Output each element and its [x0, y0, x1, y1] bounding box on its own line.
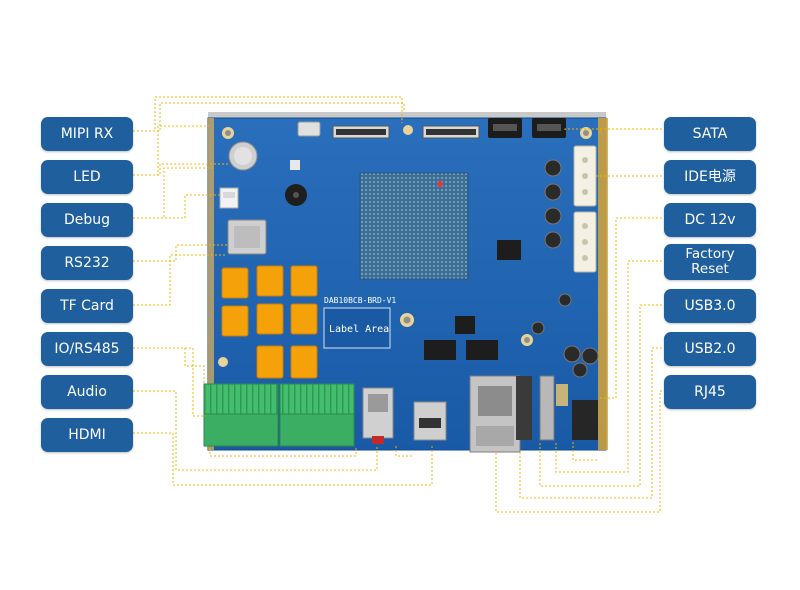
rj45-port [469, 375, 521, 453]
label-area-text: Label Area [329, 324, 389, 335]
debug-connector [219, 187, 239, 209]
leader-lines [133, 96, 666, 513]
label-hdmi: HDMI [41, 418, 133, 452]
label-led: LED [41, 160, 133, 194]
label-tf-card: TF Card [41, 289, 133, 323]
label-sata: SATA [664, 117, 756, 151]
label-usb3: USB3.0 [664, 289, 756, 323]
hdmi-port [413, 401, 447, 441]
label-area-box [323, 307, 391, 349]
mipi-connectors [297, 121, 480, 139]
audio-jack [362, 387, 394, 444]
label-ide-power: IDE电源 [664, 160, 756, 194]
terminal-blocks [203, 383, 355, 447]
board-model-text: DAB10BCB-BRD-V1 [324, 296, 396, 305]
label-dc-12v: DC 12v [664, 203, 756, 237]
usb-ports [516, 375, 598, 441]
relays [221, 265, 318, 379]
capacitors [531, 159, 599, 378]
label-factory-reset: Factory Reset [664, 244, 756, 280]
label-rj45: RJ45 [664, 375, 756, 409]
led-area [228, 141, 307, 206]
sata-connectors [488, 118, 566, 138]
label-mipi-rx: MIPI RX [41, 117, 133, 151]
label-io-rs485: IO/RS485 [41, 332, 133, 366]
label-audio: Audio [41, 375, 133, 409]
ics [424, 240, 521, 360]
label-rs232: RS232 [41, 246, 133, 280]
label-debug: Debug [41, 203, 133, 237]
soc-chip [359, 172, 469, 280]
tf-card-slot [227, 219, 267, 255]
label-usb2: USB2.0 [664, 332, 756, 366]
